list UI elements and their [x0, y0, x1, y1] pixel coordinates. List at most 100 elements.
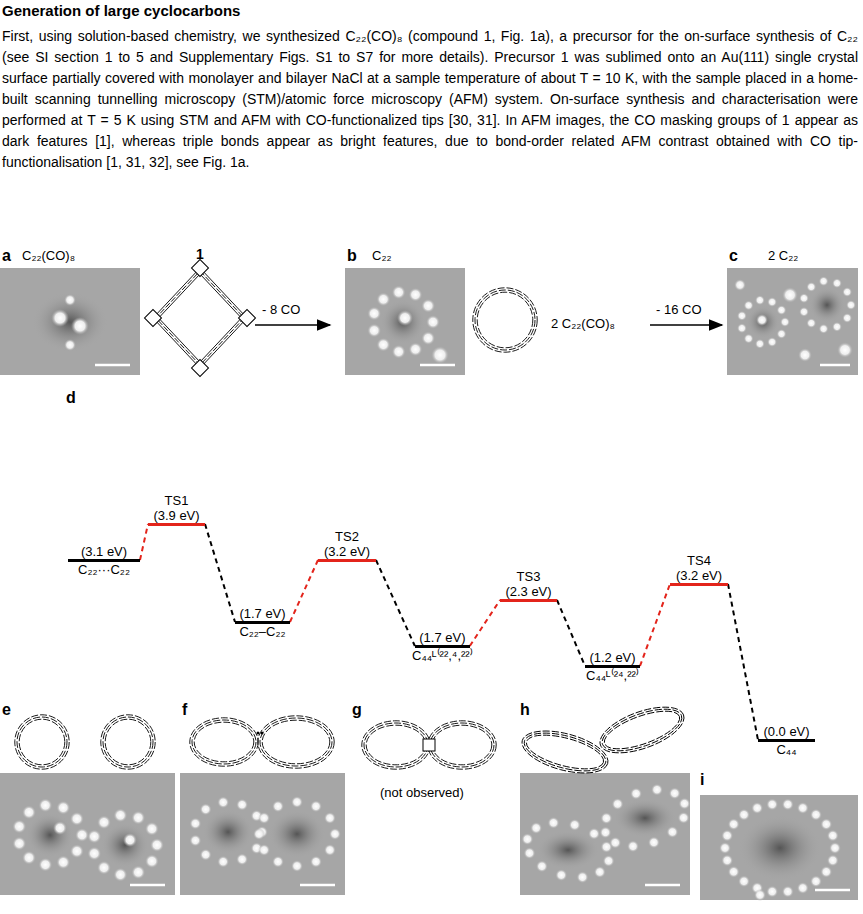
- afm-dot: [131, 865, 145, 879]
- afm-dot: [755, 295, 765, 305]
- drawing-part: [430, 723, 494, 767]
- afm-dot: [780, 317, 790, 327]
- afm-dot: [258, 844, 270, 856]
- afm-dot: [797, 882, 809, 894]
- afm-dot: [150, 838, 164, 852]
- panel-letter: f: [182, 700, 187, 719]
- panel-letter: a: [2, 246, 11, 265]
- afm-adsorbate: [798, 348, 812, 362]
- afm-dot: [145, 822, 159, 836]
- afm-dot: [600, 812, 612, 824]
- reaction-label: - 8 CO: [262, 302, 300, 318]
- drawing-part: [194, 722, 254, 762]
- afm-dot: [38, 858, 52, 872]
- afm-dot: [842, 287, 852, 297]
- afm-adsorbate: [51, 309, 69, 327]
- afm-interior: [101, 823, 149, 868]
- reaction-arrows: [255, 324, 722, 326]
- afm-dot: [737, 323, 747, 333]
- energy-level: (0.0 eV)C₄₄: [758, 724, 815, 757]
- afm-dot: [258, 812, 270, 824]
- afm-adsorbate: [71, 317, 89, 335]
- afm-dot: [820, 818, 832, 830]
- radical-dot: [261, 732, 264, 735]
- drawing-part: [101, 715, 155, 769]
- precursor-structure: [159, 274, 242, 362]
- afm-dot: [678, 812, 690, 824]
- radical-dot: [257, 732, 260, 735]
- afm-dot: [832, 278, 842, 288]
- precursor-structure: [156, 271, 244, 365]
- reaction-path: [728, 584, 758, 740]
- afm-dot: [799, 293, 809, 303]
- drawing-part: [258, 716, 334, 768]
- afm-interior: [809, 287, 845, 323]
- afm-dot: [75, 828, 89, 842]
- afm-dot: [603, 855, 615, 867]
- afm-dot: [324, 844, 336, 856]
- afm-dot: [367, 324, 381, 338]
- afm-dot: [56, 801, 70, 815]
- afm-dot: [392, 285, 406, 299]
- state-name: C₂₂–C₂₂: [238, 624, 286, 639]
- drawing-part: [15, 715, 69, 769]
- afm-dot: [291, 796, 303, 808]
- afm-dot: [819, 324, 829, 334]
- afm-dot: [721, 854, 733, 866]
- drawing-part: [473, 288, 537, 352]
- afm-dot: [806, 318, 816, 328]
- drawing-part: [594, 698, 690, 762]
- afm-dot: [728, 866, 740, 878]
- drawing-part: [17, 717, 67, 767]
- afm-dot: [829, 842, 841, 854]
- afm-dot: [200, 849, 212, 861]
- afm-dot: [189, 835, 201, 847]
- drawing-part: [518, 723, 613, 781]
- afm-interior: [739, 815, 822, 881]
- afm-dot: [820, 866, 832, 878]
- afm-dot: [409, 288, 423, 302]
- afm-dot: [217, 856, 229, 868]
- energy-value: (1.2 eV): [588, 650, 636, 665]
- afm-dot: [22, 851, 36, 865]
- state-name: C₄₄: [775, 742, 797, 757]
- drawing-part: [428, 721, 496, 769]
- panel-letter: h: [520, 700, 530, 719]
- afm-dot: [70, 844, 84, 858]
- afm-dot: [217, 796, 229, 808]
- afm-dot: [827, 830, 839, 842]
- afm-adsorbate: [397, 310, 413, 326]
- afm-interior: [747, 306, 780, 339]
- energy-value: (3.1 eV): [80, 544, 128, 559]
- afm-dot: [630, 788, 642, 800]
- afm-dot: [577, 871, 589, 883]
- body-paragraph: First, using solution-based chemistry, w…: [2, 26, 858, 173]
- afm-dark: [32, 292, 108, 352]
- afm-dot: [236, 799, 248, 811]
- afm-dot: [131, 811, 145, 825]
- afm-adsorbate: [837, 342, 853, 358]
- afm-dot: [810, 875, 822, 887]
- transition-state-level: TS4(3.2 eV): [670, 553, 728, 586]
- section-heading: Generation of large cyclocarbons: [2, 2, 240, 20]
- afm-dot: [548, 817, 560, 829]
- afm-dot: [329, 828, 341, 840]
- note: (not observed): [380, 785, 464, 801]
- afm-dot: [755, 339, 765, 349]
- afm-dot: [767, 297, 777, 307]
- molecule-drawings: [12, 260, 856, 901]
- transition-state-level: TS3(2.3 eV): [500, 569, 557, 602]
- afm-adsorbate: [53, 821, 67, 835]
- afm-dot: [782, 798, 794, 810]
- afm-dot: [310, 856, 322, 868]
- cyclocarbon-structure: [362, 721, 430, 769]
- afm-adsorbate: [431, 346, 449, 364]
- afm-dot: [22, 805, 36, 819]
- scale-bars: [95, 365, 850, 890]
- state-name: C₄₄ᴸ⁽²⁴,²²⁾: [585, 668, 640, 683]
- co-mask-group: [192, 260, 209, 277]
- afm-dot: [842, 313, 852, 323]
- afm-dot: [145, 854, 159, 868]
- afm-dot: [189, 818, 201, 830]
- afm-dot: [766, 886, 778, 898]
